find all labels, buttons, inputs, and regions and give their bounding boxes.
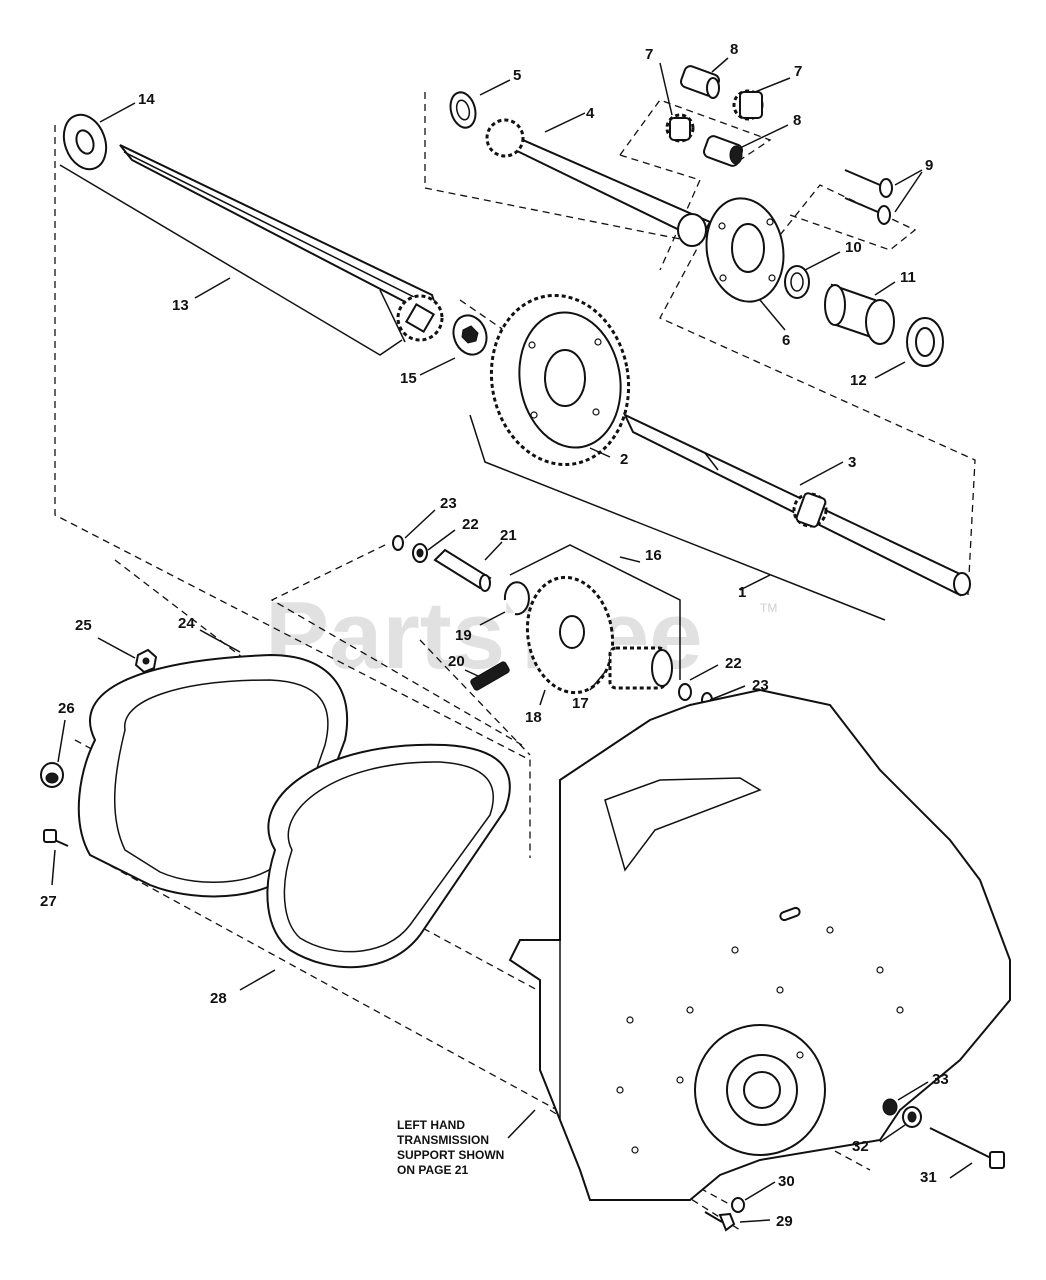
washer-30[interactable] bbox=[731, 1197, 745, 1213]
trademark-mark: TM bbox=[760, 601, 777, 615]
callout-19: 19 bbox=[455, 627, 472, 644]
callout-5: 5 bbox=[513, 67, 521, 84]
callout-3: 3 bbox=[848, 454, 856, 471]
callout-15: 15 bbox=[400, 370, 417, 387]
ring-5[interactable] bbox=[447, 90, 479, 131]
callout-23-lower: 23 bbox=[752, 677, 769, 694]
callout-25: 25 bbox=[75, 617, 92, 634]
chain-20[interactable] bbox=[470, 661, 511, 691]
callout-13: 13 bbox=[172, 297, 189, 314]
callout-23-top: 23 bbox=[440, 495, 457, 512]
bolt-29[interactable] bbox=[704, 1211, 736, 1232]
note-line-3: SUPPORT SHOWN bbox=[397, 1148, 504, 1162]
callout-4: 4 bbox=[586, 105, 595, 122]
callout-17: 17 bbox=[572, 695, 589, 712]
washer-22-lower[interactable] bbox=[678, 683, 692, 701]
callout-32: 32 bbox=[852, 1138, 869, 1155]
callout-26: 26 bbox=[58, 700, 75, 717]
washer-22-top[interactable] bbox=[412, 543, 428, 563]
callout-30: 30 bbox=[778, 1173, 795, 1190]
note-line-2: TRANSMISSION bbox=[397, 1133, 489, 1147]
washer-14[interactable] bbox=[57, 109, 114, 175]
pin-21[interactable] bbox=[433, 548, 492, 592]
callout-21: 21 bbox=[500, 527, 517, 544]
bushing-8-upper[interactable] bbox=[679, 65, 720, 99]
callout-14: 14 bbox=[138, 91, 155, 108]
note-line-1: LEFT HAND bbox=[397, 1118, 465, 1132]
bushing-11[interactable] bbox=[824, 283, 895, 345]
callout-9: 9 bbox=[925, 157, 933, 174]
callout-11: 11 bbox=[900, 269, 916, 286]
callout-8-top: 8 bbox=[730, 41, 738, 58]
gasket-28[interactable] bbox=[266, 743, 511, 969]
callout-29: 29 bbox=[776, 1213, 793, 1230]
snap-ring-19[interactable] bbox=[503, 581, 530, 616]
note-line-4: ON PAGE 21 bbox=[397, 1163, 468, 1177]
leader-lines bbox=[51, 57, 973, 1223]
callout-24: 24 bbox=[178, 615, 195, 632]
transmission-housing[interactable] bbox=[508, 688, 1011, 1201]
callout-20: 20 bbox=[448, 653, 465, 670]
callout-6: 6 bbox=[782, 332, 790, 349]
callout-28: 28 bbox=[210, 990, 227, 1007]
seal-26[interactable] bbox=[40, 762, 64, 788]
callout-7-right: 7 bbox=[794, 63, 802, 80]
callout-7-left: 7 bbox=[645, 46, 653, 63]
callout-12: 12 bbox=[850, 372, 867, 389]
callout-18: 18 bbox=[525, 709, 542, 726]
callout-16: 16 bbox=[645, 547, 662, 564]
callout-31: 31 bbox=[920, 1169, 937, 1186]
flange-6[interactable] bbox=[699, 192, 792, 308]
bolts-9[interactable] bbox=[844, 169, 893, 225]
callout-1: 1 bbox=[738, 584, 746, 601]
gear-17[interactable] bbox=[608, 646, 673, 690]
callout-27: 27 bbox=[40, 893, 57, 910]
screw-27[interactable] bbox=[43, 829, 69, 847]
callout-22-lower: 22 bbox=[725, 655, 742, 672]
washer-15[interactable] bbox=[448, 311, 492, 360]
callout-numbers: 1 2 3 4 5 6 7 7 8 8 9 10 11 12 13 14 15 … bbox=[40, 41, 949, 1230]
washer-32[interactable] bbox=[902, 1106, 922, 1128]
sprocket-18[interactable] bbox=[519, 571, 622, 700]
pinion-7-upper[interactable] bbox=[732, 89, 764, 121]
callout-8-right: 8 bbox=[793, 112, 801, 129]
washer-10[interactable] bbox=[784, 265, 810, 299]
transmission-support-note: LEFT HAND TRANSMISSION SUPPORT SHOWN ON … bbox=[397, 1118, 504, 1177]
gear-2[interactable] bbox=[478, 284, 641, 475]
bushing-8-lower[interactable] bbox=[702, 135, 743, 168]
washer-33[interactable] bbox=[882, 1098, 898, 1116]
seal-12[interactable] bbox=[906, 317, 944, 367]
shaft-3[interactable] bbox=[622, 412, 971, 597]
bolt-31[interactable] bbox=[929, 1127, 1005, 1169]
callout-22-top: 22 bbox=[462, 516, 479, 533]
pinion-7-lower[interactable] bbox=[665, 113, 695, 143]
washer-23-top[interactable] bbox=[392, 535, 404, 551]
callout-2: 2 bbox=[620, 451, 628, 468]
shaft-13[interactable] bbox=[119, 144, 444, 343]
callout-10: 10 bbox=[845, 239, 862, 256]
nut-25[interactable] bbox=[134, 648, 158, 674]
shaft-4[interactable] bbox=[485, 118, 712, 247]
callout-33: 33 bbox=[932, 1071, 949, 1088]
